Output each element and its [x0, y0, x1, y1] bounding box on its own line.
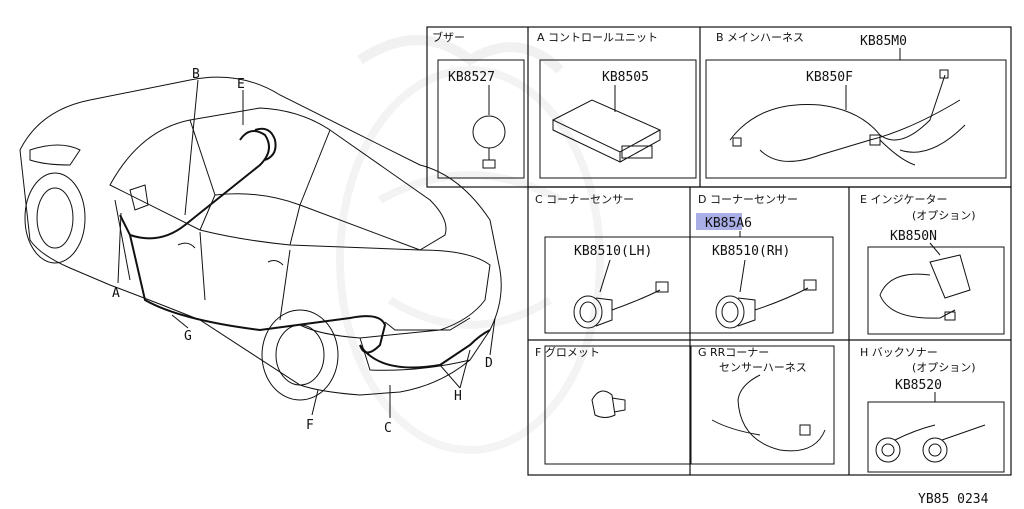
callout-c: C	[384, 421, 392, 436]
panel-back-sonar-title: H バックソナー	[860, 346, 938, 359]
panel-buzzer: ブザー KB8527	[432, 30, 525, 179]
panel-control-title: A コントロールユニット	[537, 31, 658, 44]
panel-indicator: E インジケーター (オプション) KB850N	[860, 193, 1005, 335]
callout-d: D	[485, 356, 493, 371]
panel-grommet-title: F グロメット	[535, 345, 600, 359]
watermark-crest	[336, 35, 604, 454]
panel-back-sonar: H バックソナー (オプション) KB8520	[860, 346, 1005, 473]
panel-buzzer-title: ブザー	[432, 30, 465, 44]
panel-main-harness: B メインハーネス KB85M0 KB850F	[705, 31, 1007, 179]
car-illustration	[19, 76, 502, 401]
diagram-code: YB85 0234	[918, 492, 989, 507]
callout-e: E	[237, 77, 245, 92]
parts-table	[426, 26, 1012, 476]
panel-buzzer-part: KB8527	[448, 70, 495, 85]
panel-main-harness-title: B メインハーネス	[716, 31, 804, 44]
callout-leaders	[117, 79, 496, 418]
panel-corner-d-part: KB8510(RH)	[712, 244, 790, 259]
panel-rr-harness-subtitle: センサーハーネス	[719, 361, 807, 374]
panel-corner-c-title: C コーナーセンサー	[535, 193, 634, 206]
callout-g: G	[184, 329, 192, 344]
panel-grommet: F グロメット	[535, 345, 692, 465]
panel-control-part: KB8505	[602, 70, 649, 85]
panel-indicator-part: KB850N	[890, 229, 937, 244]
panel-control-unit: A コントロールユニット KB8505	[537, 31, 697, 179]
panel-corner-sensor-lh: C コーナーセンサー KB8510(LH)	[535, 193, 834, 334]
panel-back-sonar-subtitle: (オプション)	[912, 361, 976, 374]
panel-corner-d-part-top: KB85A6	[705, 216, 752, 231]
panel-corner-d-title: D コーナーセンサー	[698, 193, 798, 206]
panel-rr-harness-title: G RRコーナー	[698, 346, 769, 359]
callout-f: F	[306, 418, 314, 433]
panel-indicator-subtitle: (オプション)	[912, 209, 976, 222]
panel-main-harness-part-top: KB85M0	[860, 34, 907, 49]
callout-b: B	[192, 67, 200, 82]
panel-indicator-title: E インジケーター	[860, 193, 947, 206]
callout-a: A	[112, 286, 120, 301]
panel-corner-c-part: KB8510(LH)	[574, 244, 652, 259]
part-highlight	[696, 213, 742, 230]
harness-wiring	[119, 127, 491, 369]
callout-h: H	[454, 389, 462, 404]
panel-back-sonar-part: KB8520	[895, 378, 942, 393]
panel-rr-harness: G RRコーナー センサーハーネス	[690, 345, 835, 465]
panel-main-harness-part: KB850F	[806, 70, 853, 85]
panel-corner-sensor-rh: D コーナーセンサー KB85A6 KB8510(RH)	[696, 193, 817, 329]
